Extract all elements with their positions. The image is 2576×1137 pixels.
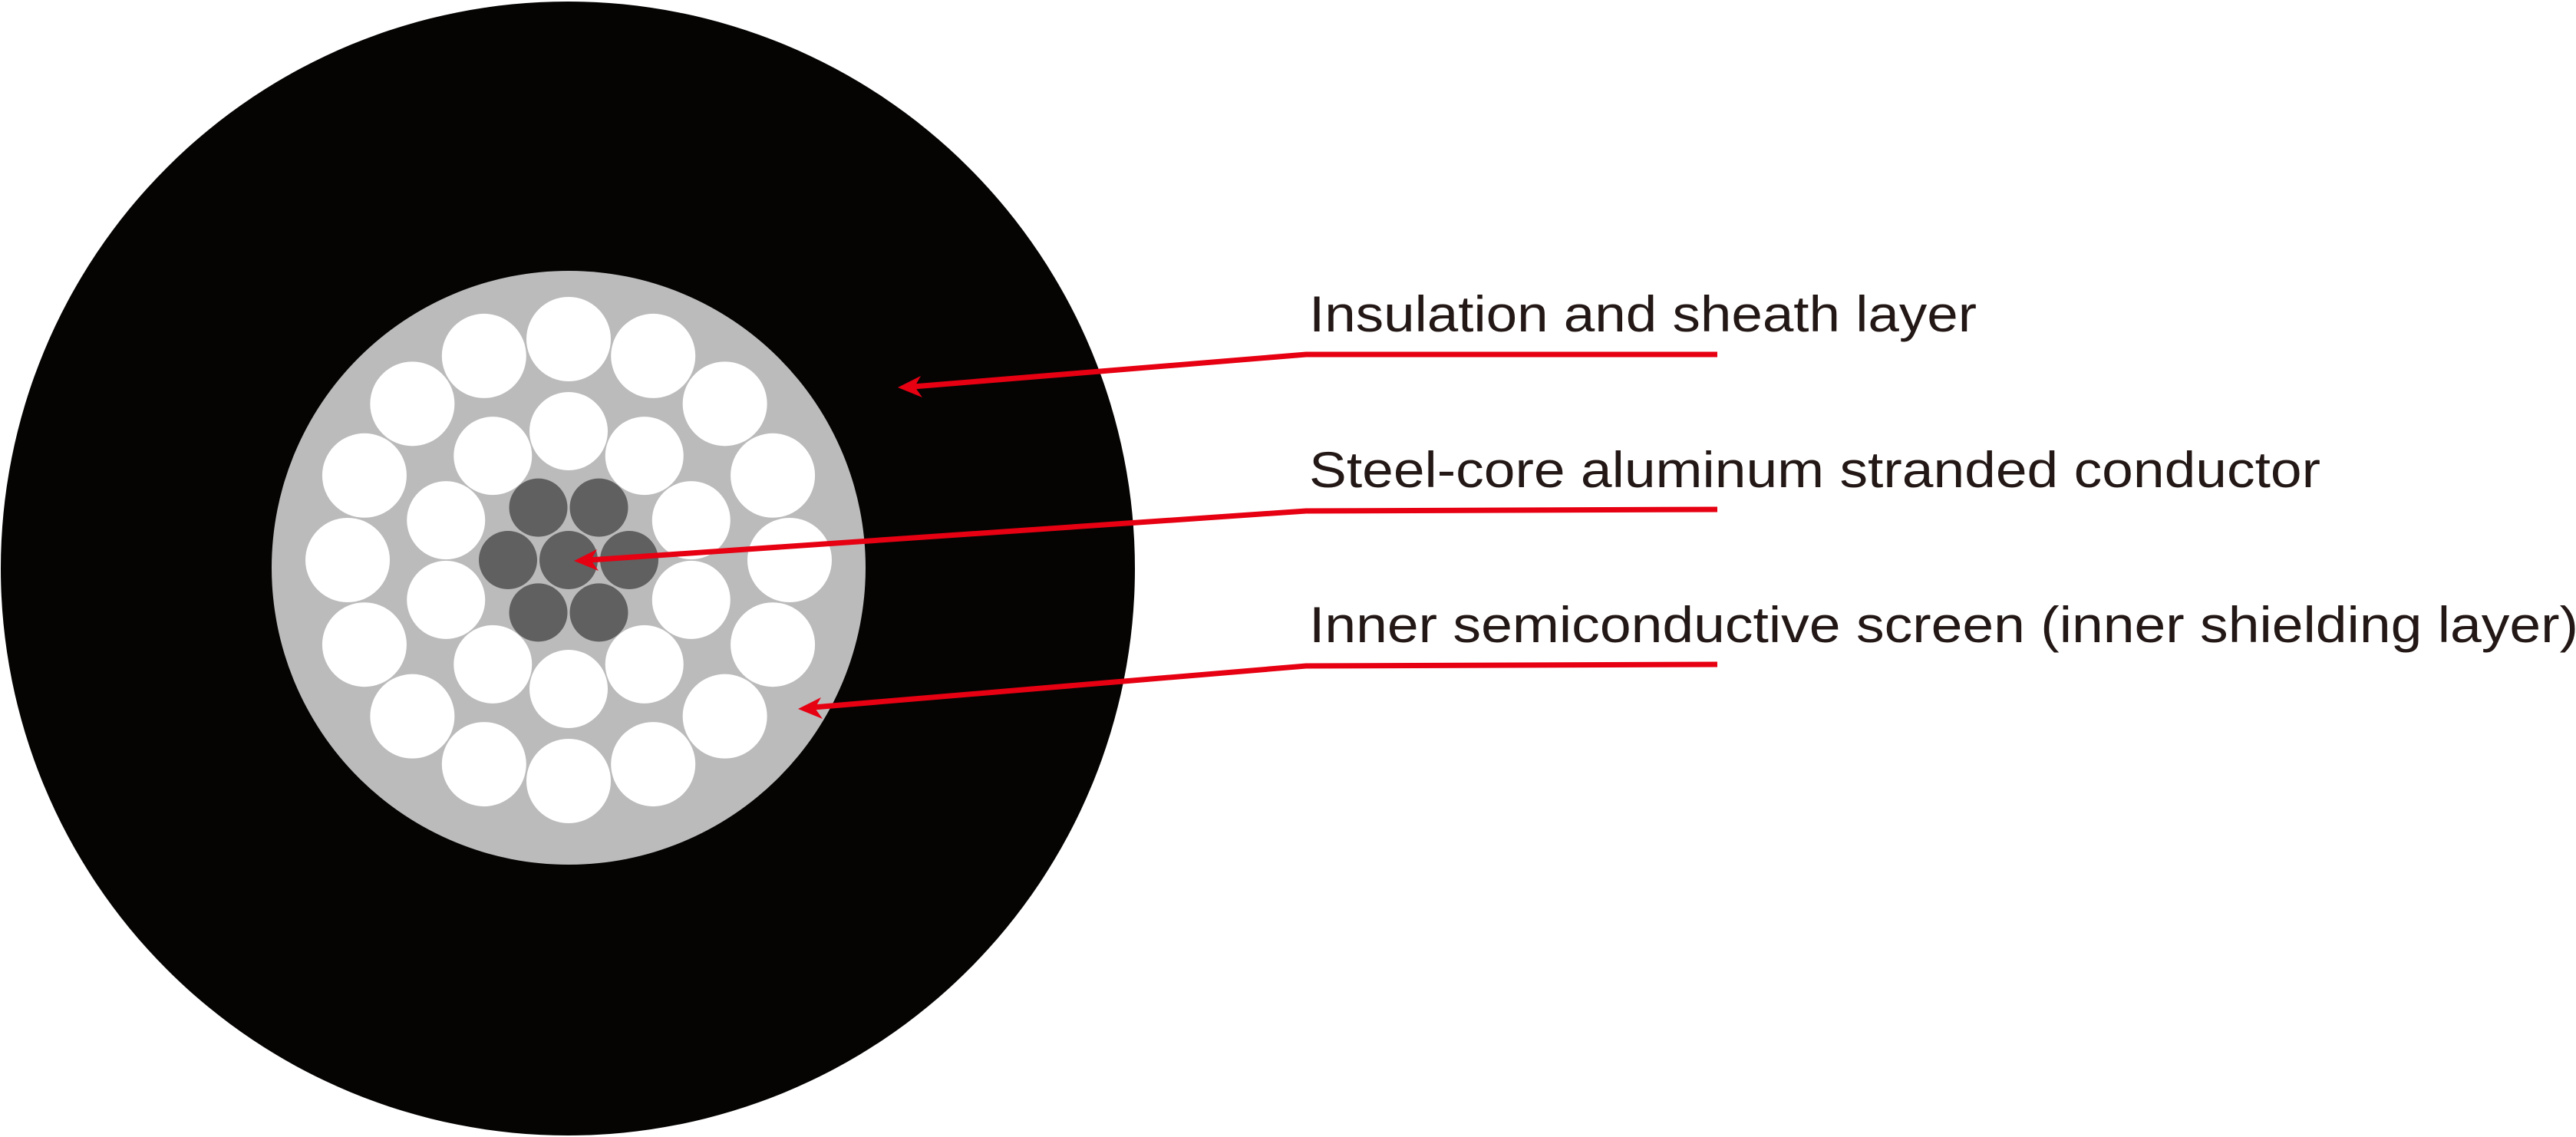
label-screen: Inner semiconductive screen (inner shiel… bbox=[1309, 596, 2576, 653]
aluminum-strand-outer bbox=[305, 518, 390, 602]
label-conductor: Steel-core aluminum stranded conductor bbox=[1309, 441, 2320, 498]
aluminum-strand-inner bbox=[605, 417, 684, 496]
leader-lines bbox=[574, 351, 1718, 719]
aluminum-strand-outer bbox=[370, 361, 455, 447]
arrowhead-insulation bbox=[898, 376, 922, 397]
leader-line-insulation bbox=[912, 351, 1717, 390]
aluminum-strand-outer bbox=[526, 739, 611, 823]
steel-strand bbox=[569, 478, 628, 537]
leader-line-conductor bbox=[589, 506, 1718, 563]
steel-strand bbox=[600, 531, 658, 589]
aluminum-strand-inner bbox=[605, 625, 684, 704]
aluminum-strand-outer bbox=[682, 674, 767, 759]
arrowhead-screen bbox=[798, 697, 823, 719]
aluminum-strand-outer bbox=[526, 297, 611, 381]
steel-strand bbox=[569, 583, 628, 642]
aluminum-strand-inner bbox=[529, 392, 608, 470]
aluminum-strand-outer bbox=[441, 722, 526, 807]
aluminum-strand-outer bbox=[611, 313, 696, 398]
aluminum-strand-inner bbox=[529, 650, 608, 728]
arrowhead-conductor bbox=[574, 549, 599, 571]
aluminum-strand-inner bbox=[407, 481, 486, 560]
steel-strand bbox=[479, 531, 537, 589]
aluminum-strand-inner bbox=[651, 560, 731, 639]
steel-strand-center bbox=[539, 531, 598, 589]
aluminum-strand-outer bbox=[322, 433, 407, 518]
aluminum-strand-outer bbox=[731, 602, 816, 687]
aluminum-strand-outer bbox=[370, 674, 455, 759]
aluminum-strand-inner bbox=[454, 625, 533, 704]
conductor-strands bbox=[305, 297, 832, 823]
label-insulation: Insulation and sheath layer bbox=[1309, 285, 1977, 342]
aluminum-strand-inner bbox=[407, 560, 486, 639]
aluminum-strand-inner bbox=[454, 417, 533, 496]
steel-strand bbox=[509, 478, 568, 537]
leader-line-screen bbox=[813, 661, 1718, 710]
aluminum-strand-inner bbox=[651, 481, 731, 560]
aluminum-strand-outer bbox=[322, 602, 407, 687]
aluminum-strand-outer bbox=[441, 313, 526, 398]
aluminum-strand-outer bbox=[731, 433, 816, 518]
aluminum-strand-outer bbox=[611, 722, 696, 807]
aluminum-strand-outer bbox=[747, 518, 832, 602]
steel-strand bbox=[509, 583, 568, 642]
aluminum-strand-outer bbox=[682, 361, 767, 447]
